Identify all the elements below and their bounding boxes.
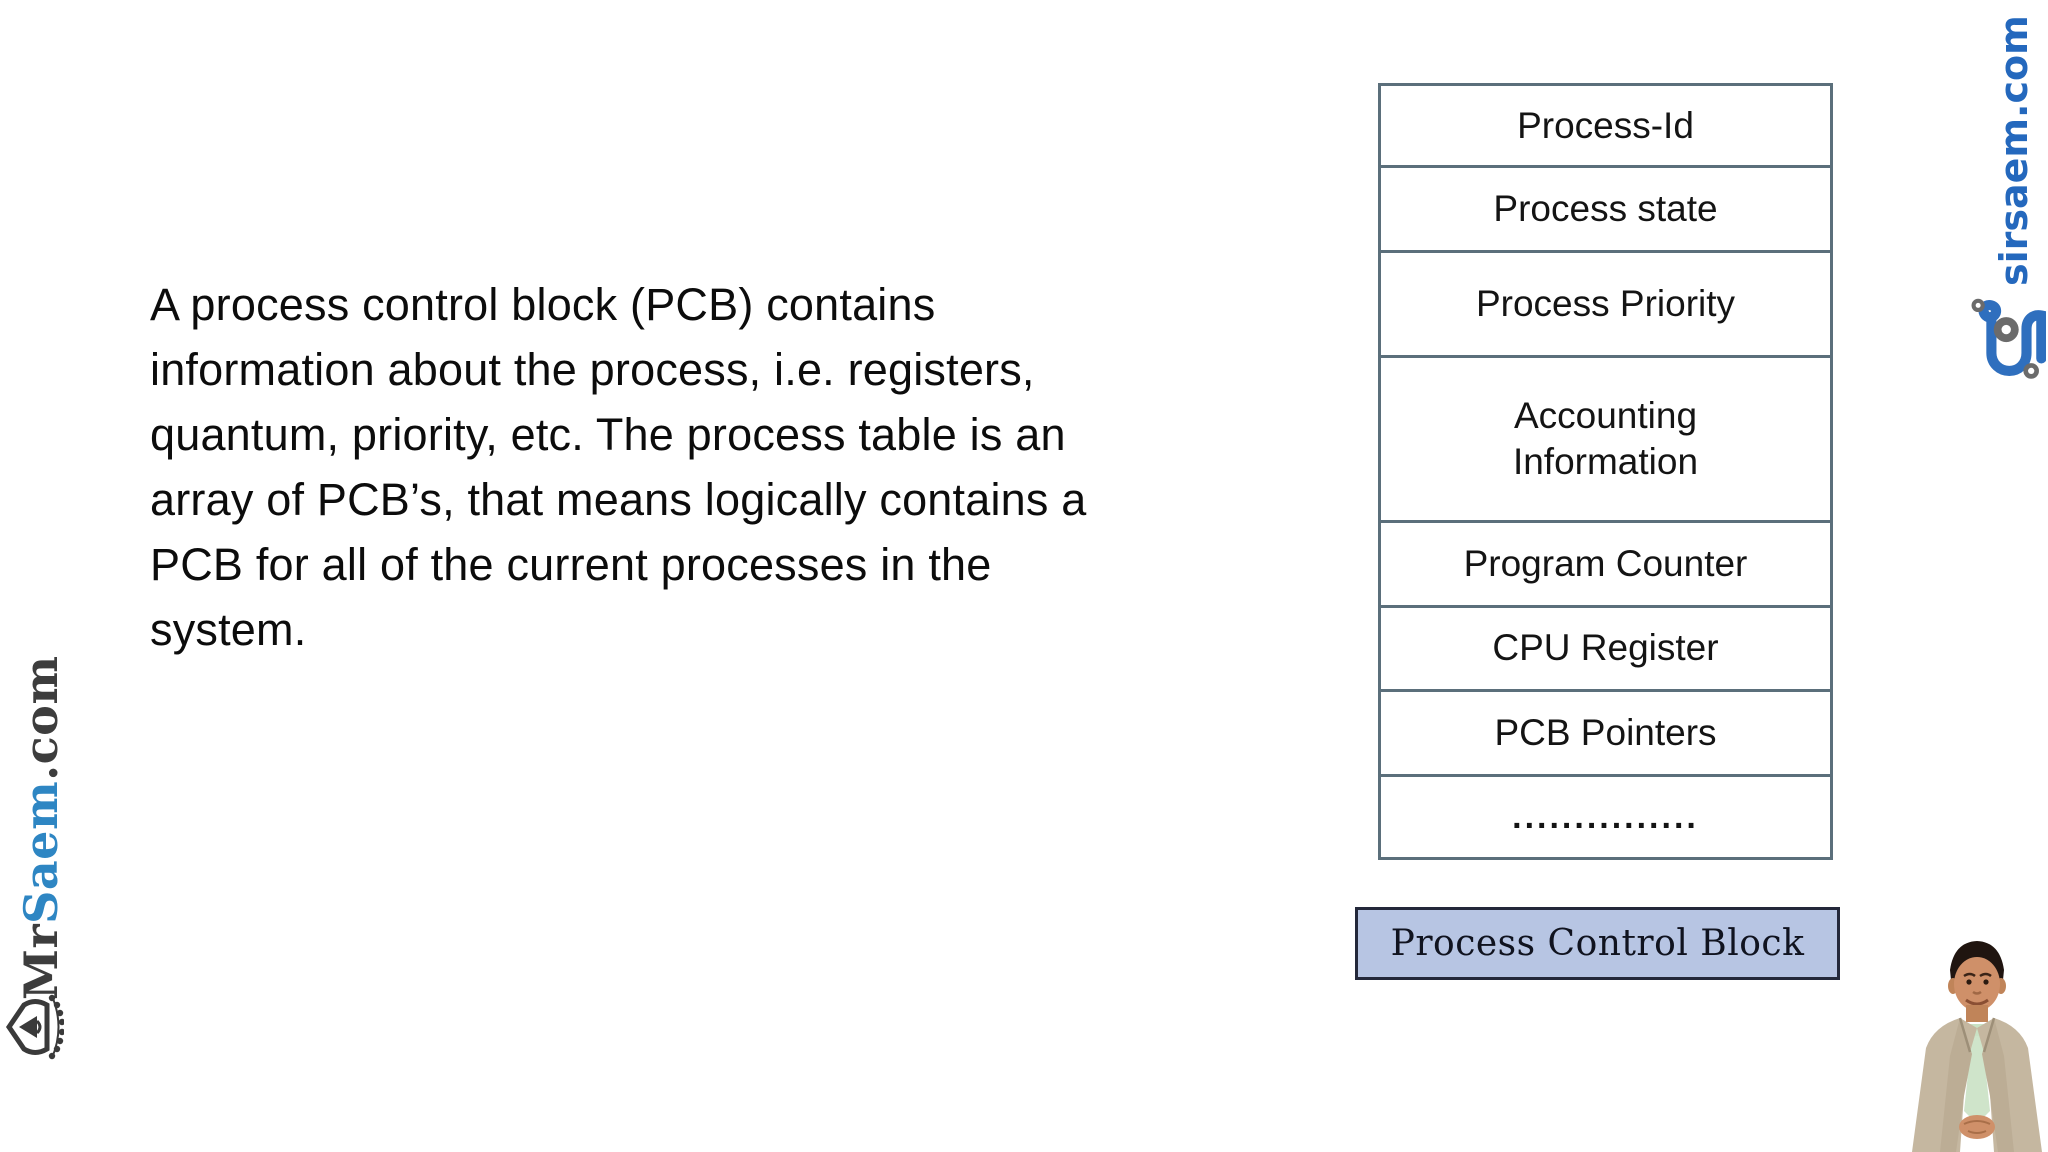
- sirsaem-watermark: sirsaem.com: [1992, 15, 2036, 286]
- pcb-row-pcb-pointers: PCB Pointers: [1381, 688, 1830, 774]
- pcb-row-accounting-information: Accounting Information: [1381, 354, 1830, 520]
- presenter-photo: [1912, 941, 2042, 1152]
- mrsaem-watermark-brand: Saem: [14, 780, 68, 924]
- pcb-description-paragraph: A process control block (PCB) contains i…: [150, 272, 1087, 662]
- pcb-row-ellipsis: ...............: [1381, 773, 1830, 857]
- paragraph-line: information about the process, i.e. regi…: [150, 344, 1035, 395]
- pcb-caption-box: Process Control Block: [1355, 907, 1840, 980]
- pcb-row-process-id: Process-Id: [1517, 104, 1694, 146]
- pcb-caption-label: Process Control Block: [1390, 923, 1805, 964]
- pcb-row-process-priority: Process Priority: [1381, 250, 1830, 354]
- sirsaem-watermark-text: sirsaem.com: [1992, 15, 2036, 286]
- mrsaem-shield-crest-icon: [5, 994, 64, 1060]
- paragraph-line: system.: [150, 604, 307, 655]
- pcb-structure-table: Process-Id Process state Process Priorit…: [1378, 83, 1833, 860]
- pcb-row-process-state: Process state: [1381, 165, 1830, 250]
- paragraph-line: quantum, priority, etc. The process tabl…: [150, 409, 1066, 460]
- mrsaem-watermark-suffix: .com: [14, 655, 68, 781]
- sirsaem-s-monogram-icon: [1971, 298, 2046, 379]
- paragraph-line: A process control block (PCB) contains: [150, 279, 936, 330]
- paragraph-line: PCB for all of the current processes in …: [150, 539, 992, 590]
- paragraph-line: array of PCB’s, that means logically con…: [150, 474, 1087, 525]
- pcb-row-cpu-register: CPU Register: [1381, 604, 1830, 689]
- mrsaem-watermark: MrSaem.com: [14, 655, 68, 1000]
- pcb-row-program-counter: Program Counter: [1381, 519, 1830, 605]
